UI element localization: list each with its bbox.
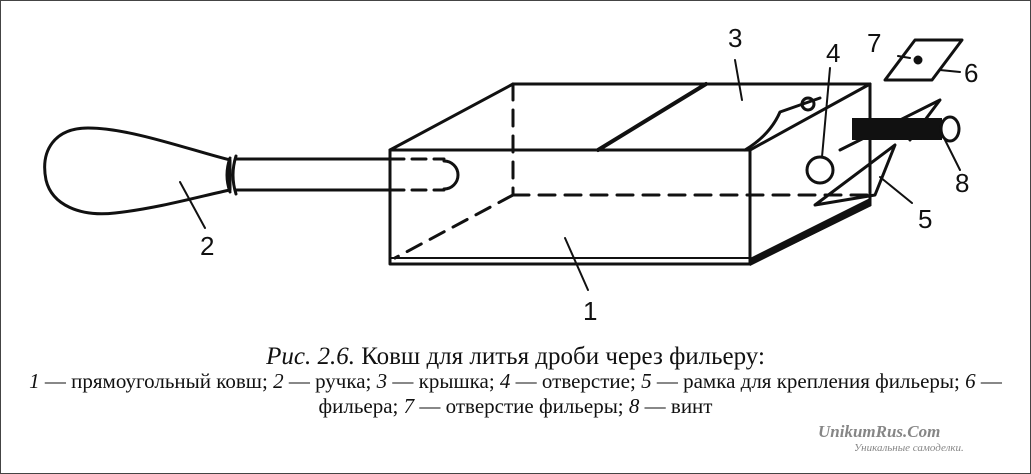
- ladle-top-right-edge: [748, 82, 872, 152]
- legend-num-3: 3: [376, 369, 388, 393]
- caption-figure-label: Рис. 2.6.: [266, 343, 355, 370]
- legend-text-6: — фильера;: [318, 369, 1002, 418]
- screw-head: [939, 115, 961, 143]
- callout-3: 3: [728, 23, 742, 53]
- caption-legend-line-1: 1 — прямоугольный ковш; 2 — ручка; 3 — к…: [0, 369, 1031, 419]
- die-hole: [913, 55, 923, 65]
- legend-num-1: 1: [29, 369, 40, 393]
- legend-text-8: — винт: [639, 394, 713, 418]
- legend-text-7: — отверстие фильеры;: [414, 394, 629, 418]
- callout-8: 8: [955, 168, 969, 198]
- caption-title-text: Ковш для литья дроби через фильеру:: [361, 343, 765, 370]
- legend-text-1: — прямоугольный ковш;: [39, 369, 274, 393]
- figure-caption: Рис. 2.6. Ковш для литья дроби через фил…: [0, 344, 1031, 419]
- watermark-site: UnikumRus.Com: [818, 422, 941, 441]
- outlet-hole: [805, 155, 835, 185]
- lid-line-1: [596, 82, 708, 152]
- lid-knob: [800, 96, 816, 112]
- callout-6: 6: [964, 58, 978, 88]
- callout-7: 7: [867, 28, 881, 58]
- callout-1: 1: [583, 296, 597, 326]
- legend-text-5: — рамка для крепления фильеры;: [651, 369, 966, 393]
- handle-grip: [43, 126, 232, 216]
- ladle-bottom-shadow: [750, 198, 870, 266]
- ladle-hidden-edges: [393, 82, 872, 260]
- die-plate: [883, 38, 964, 82]
- handle-rod-end: [442, 159, 460, 191]
- callout-2: 2: [200, 231, 214, 261]
- legend-num-5: 5: [641, 369, 652, 393]
- callout-5: 5: [918, 204, 932, 234]
- legend-text-4: — отверстие;: [510, 369, 642, 393]
- ladle-top-left-edge: [388, 82, 515, 152]
- legend-text-3: — крышка;: [387, 369, 500, 393]
- legend-num-7: 7: [403, 394, 415, 418]
- screw-body: [852, 118, 942, 140]
- handle-rod-hidden: [388, 157, 446, 192]
- legend-num-2: 2: [273, 369, 284, 393]
- legend-text-2: — ручка;: [283, 369, 377, 393]
- legend-num-8: 8: [628, 394, 640, 418]
- watermark-tagline: Уникальные самоделки.: [854, 442, 964, 454]
- watermark: UnikumRus.Com Уникальные самоделки.: [818, 422, 964, 456]
- callout-4: 4: [826, 38, 840, 68]
- leader-lines: [179, 55, 961, 291]
- ladle-front-face: [388, 148, 752, 266]
- legend-num-4: 4: [499, 369, 511, 393]
- caption-title: Рис. 2.6. Ковш для литья дроби через фил…: [0, 344, 1031, 369]
- lid-hinge: [743, 96, 822, 152]
- die-frame: [813, 98, 942, 207]
- legend-num-6: 6: [965, 369, 976, 393]
